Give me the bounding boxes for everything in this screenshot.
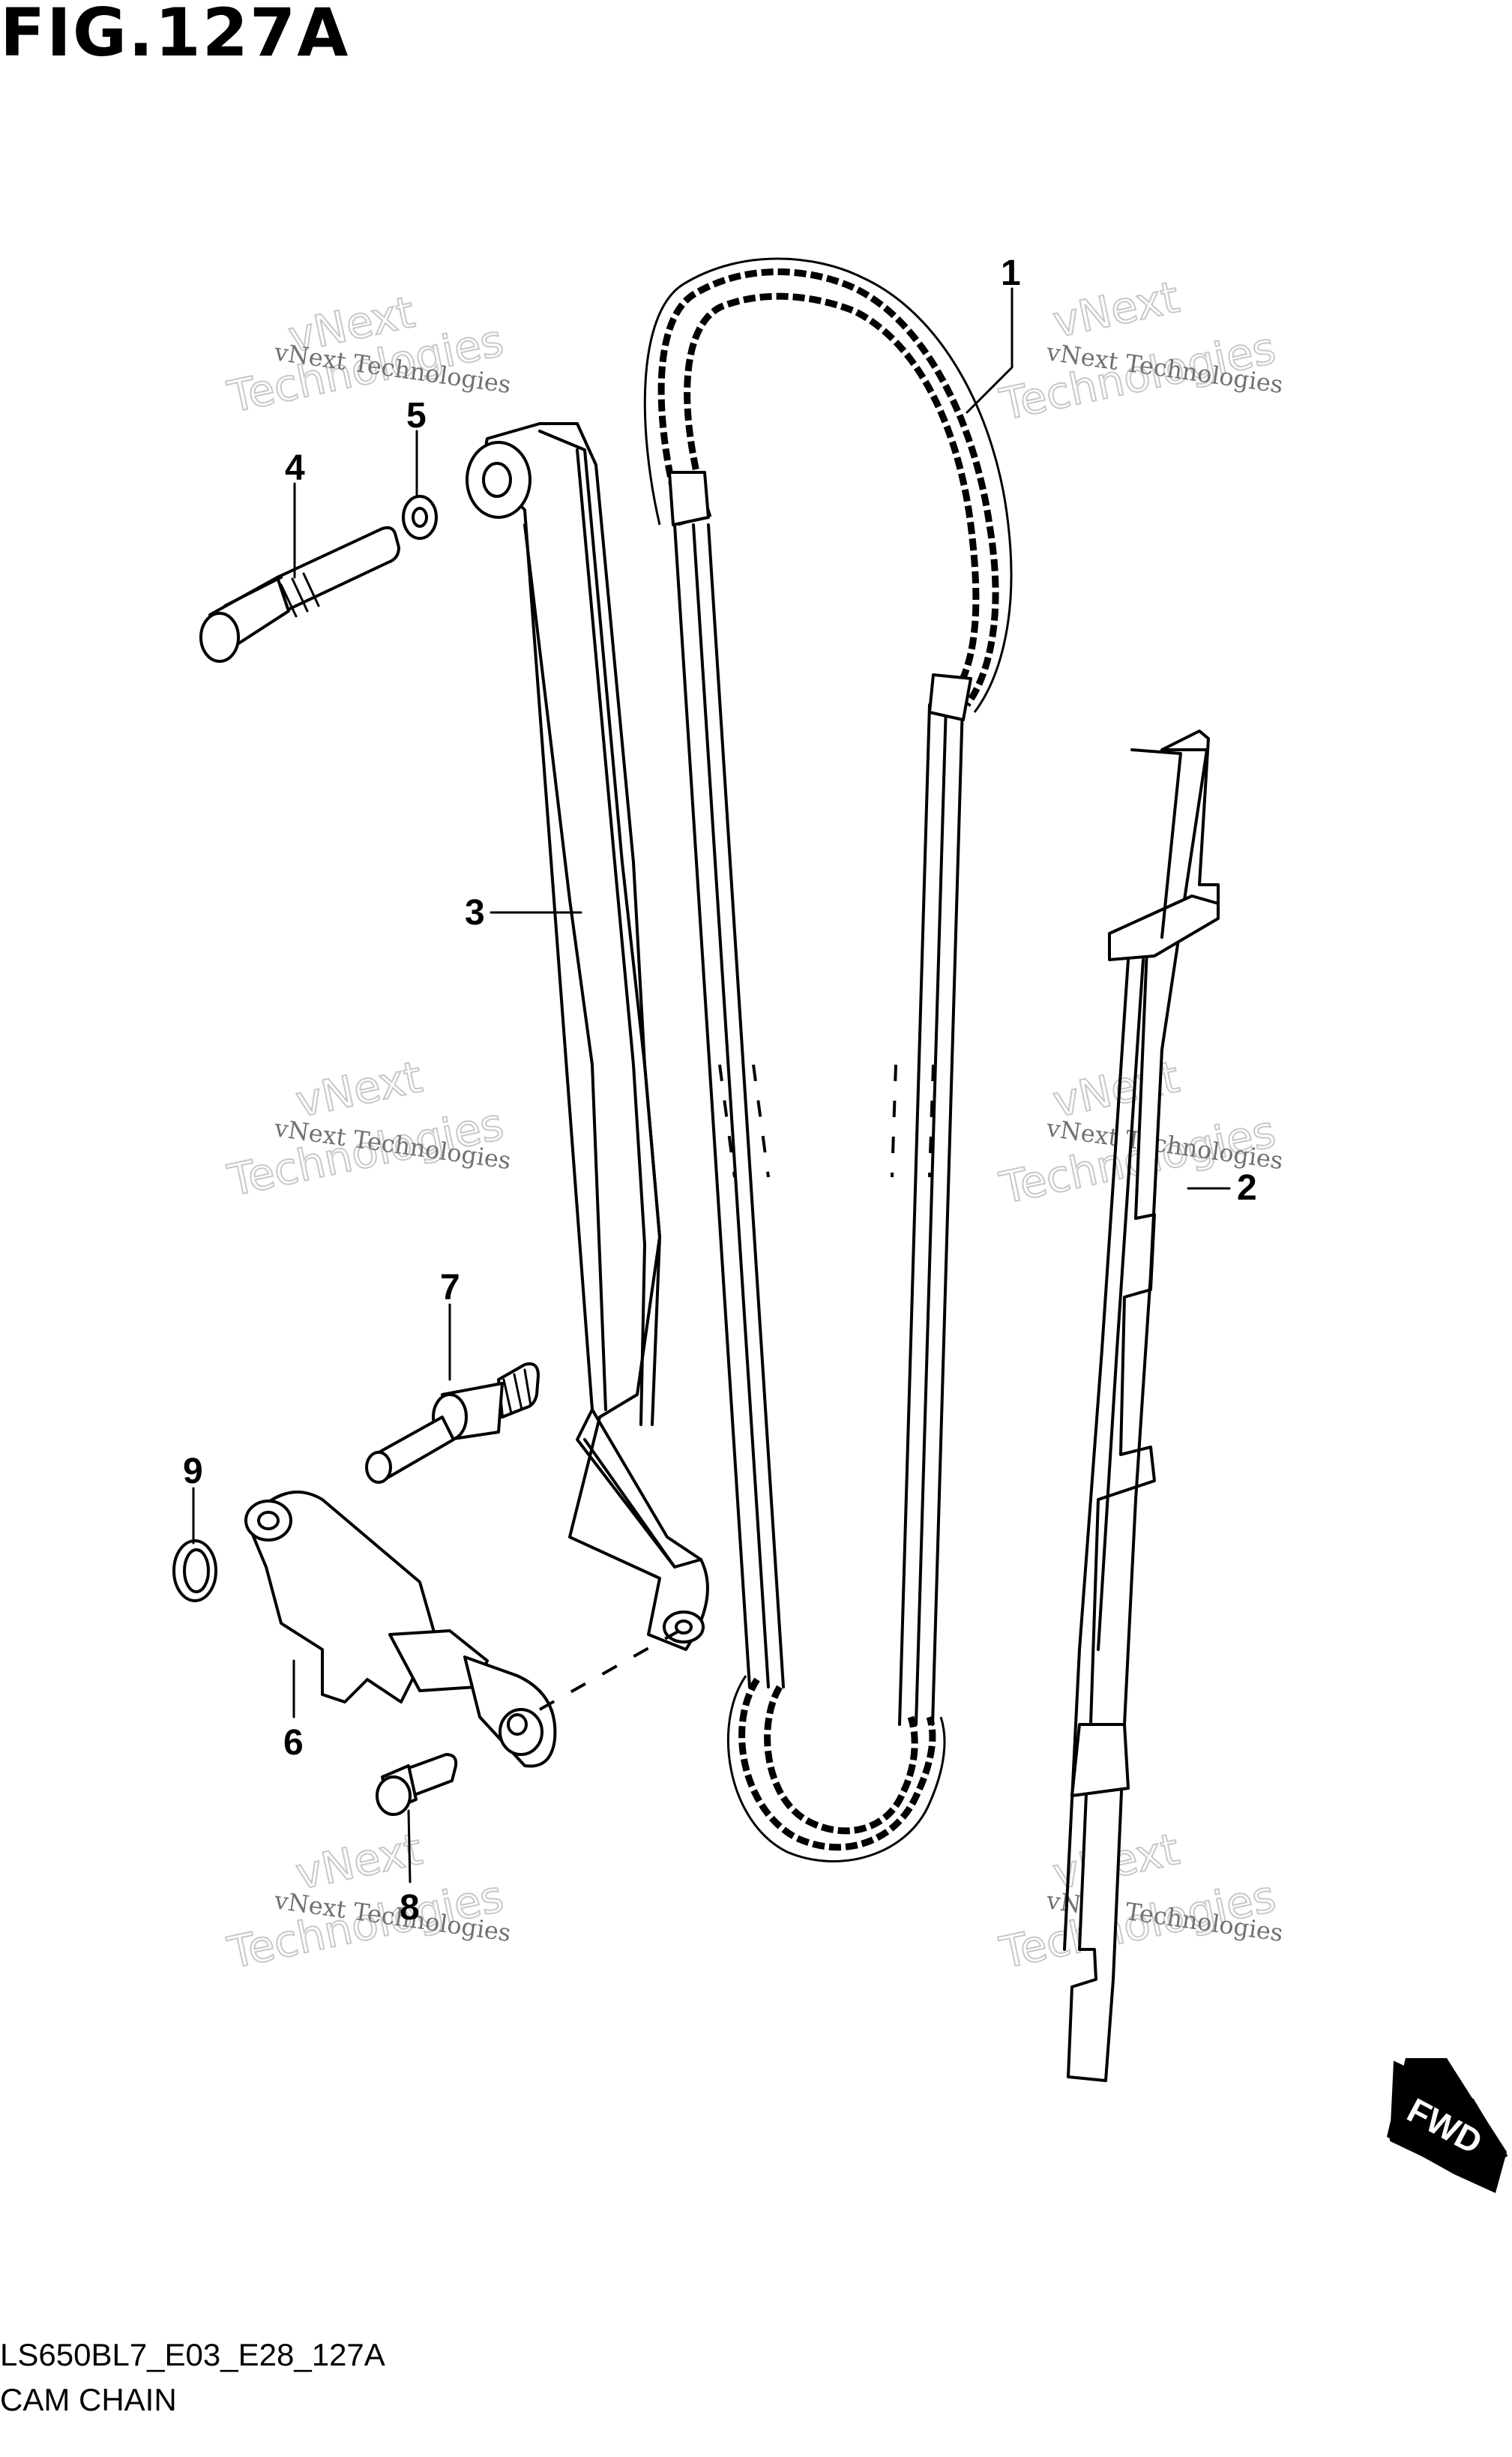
figure-title: FIG.127A xyxy=(0,0,350,71)
callout-6: 6 xyxy=(283,1723,304,1763)
watermark-bottom-right: Technologies vNext vNext Technologies xyxy=(995,1823,1285,1979)
bolt-part xyxy=(199,526,400,663)
callout-3: 3 xyxy=(465,893,485,933)
callout-8: 8 xyxy=(400,1888,420,1928)
svg-text:vNext: vNext xyxy=(292,1051,427,1128)
washer-part xyxy=(402,495,438,540)
tensioner-adjuster-part xyxy=(244,1491,687,1768)
svg-text:vNext: vNext xyxy=(1049,271,1184,348)
callout-7: 7 xyxy=(440,1268,460,1308)
figure-code: LS650BL7_E03_E28_127A xyxy=(0,2337,385,2372)
watermark-top-right: Technologies vNext vNext Technologies xyxy=(995,271,1285,431)
watermark-middle-left: Technologies vNext vNext Technologies xyxy=(223,1050,513,1207)
cam-chain-part xyxy=(643,257,1013,1862)
watermark-top-left: Technologies vNext vNext Technologies xyxy=(223,286,513,424)
callout-1: 1 xyxy=(1001,253,1021,293)
stud-bolt-part xyxy=(365,1362,540,1484)
callout-4: 4 xyxy=(285,448,305,488)
callout-5: 5 xyxy=(406,396,427,436)
callout-2: 2 xyxy=(1237,1168,1257,1208)
chain-guide-part xyxy=(1063,730,1220,2082)
clip-part xyxy=(172,1539,217,1602)
small-bolt-part xyxy=(376,1753,458,1816)
tensioner-guide-part xyxy=(466,422,709,1651)
figure-name: CAM CHAIN xyxy=(0,2382,177,2417)
watermark-bottom-left: Technologies vNext vNext Technologies xyxy=(223,1823,513,1979)
fwd-direction-badge: FWD xyxy=(1387,2058,1508,2193)
callout-9: 9 xyxy=(183,1452,203,1491)
callout-leaders xyxy=(192,287,1231,1883)
